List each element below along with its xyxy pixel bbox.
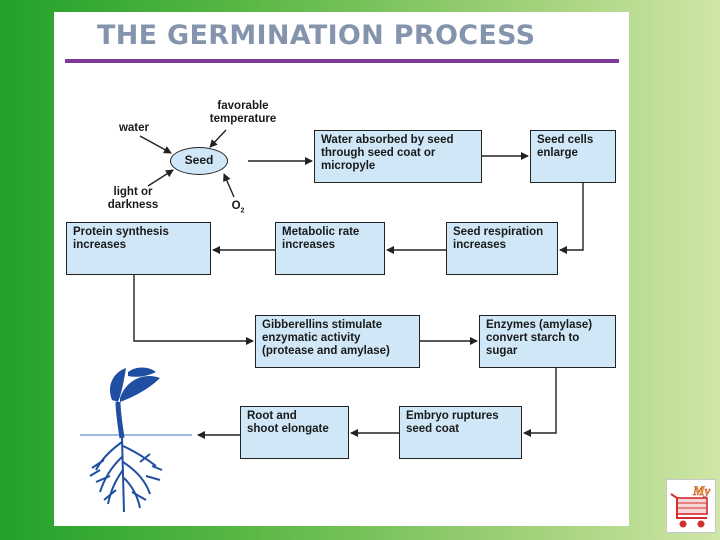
seed-node: Seed	[170, 147, 228, 175]
cart-logo-text: My	[692, 483, 711, 498]
box-metabolic-rate: Metabolic rate increases	[275, 222, 385, 275]
cart-logo: My	[666, 479, 716, 533]
label-light: light or darkness	[107, 186, 159, 211]
box-gibberellins: Gibberellins stimulate enzymatic activit…	[255, 315, 420, 368]
label-oxygen-symbol: O	[231, 200, 241, 212]
label-oxygen-subscript: 2	[240, 207, 245, 215]
page-title: THE GERMINATION PROCESS	[97, 20, 536, 51]
box-root-shoot: Root and shoot elongate	[240, 406, 349, 459]
label-oxygen: O2	[228, 200, 248, 217]
title-divider	[65, 59, 619, 63]
box-water-absorbed: Water absorbed by seed through seed coat…	[314, 130, 482, 183]
box-protein-synthesis: Protein synthesis increases	[66, 222, 211, 275]
box-seed-respiration: Seed respiration increases	[446, 222, 558, 275]
label-temperature: favorable temperature	[209, 100, 277, 125]
box-cells-enlarge: Seed cells enlarge	[530, 130, 616, 183]
cart-icon: My	[670, 483, 711, 528]
box-embryo-ruptures: Embryo ruptures seed coat	[399, 406, 522, 459]
box-enzymes: Enzymes (amylase) convert starch to suga…	[479, 315, 616, 368]
label-water: water	[118, 122, 150, 134]
